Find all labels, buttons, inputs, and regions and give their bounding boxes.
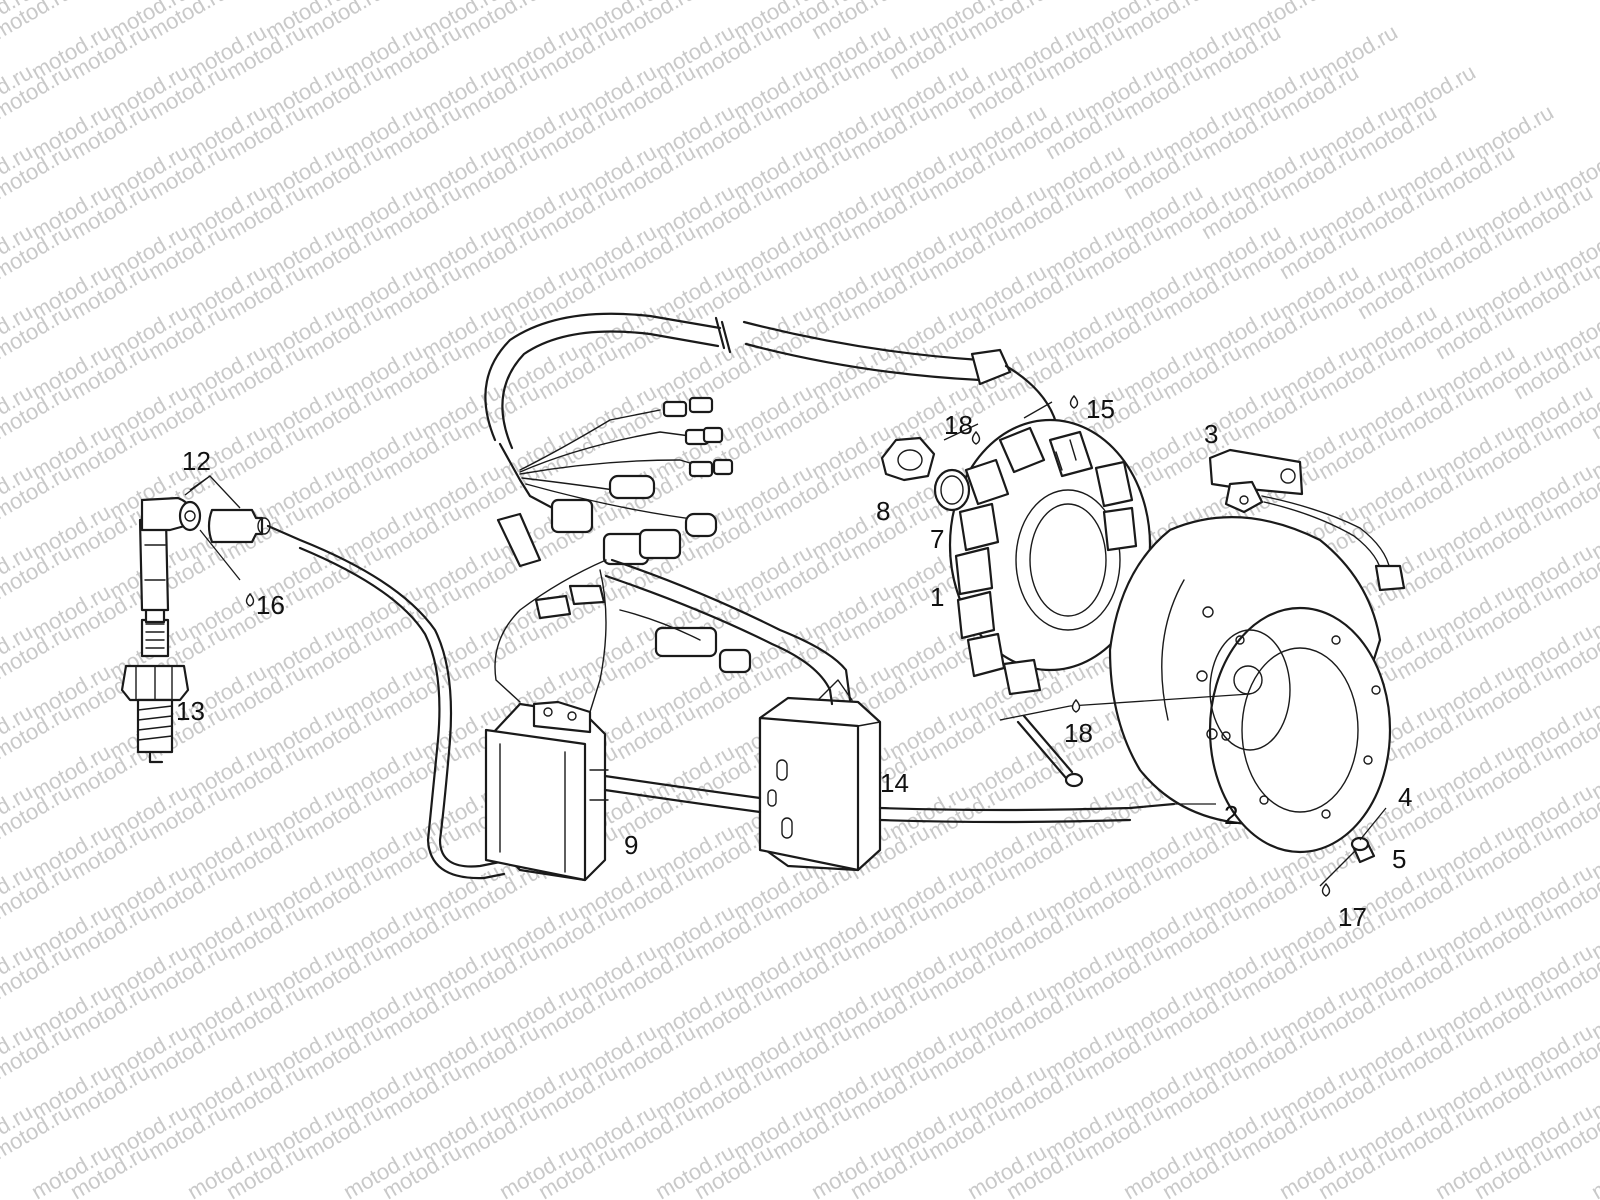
callout-8: 8 xyxy=(876,496,890,526)
callout-7: 7 xyxy=(930,524,944,554)
nut xyxy=(880,436,936,482)
callout-18-upper: 18 xyxy=(944,410,973,440)
flywheel xyxy=(1108,516,1392,854)
callout-17: 17 xyxy=(1338,902,1367,932)
callout-14: 14 xyxy=(880,768,909,798)
spark-plug-cap xyxy=(138,496,202,612)
callout-13: 13 xyxy=(176,696,205,726)
watermark-text: motod.ru xyxy=(1587,1139,1600,1200)
ht-lead xyxy=(266,524,502,868)
flywheel-screw xyxy=(1350,836,1376,864)
callout-12: 12 xyxy=(182,446,211,476)
callout-2: 2 xyxy=(1224,800,1238,830)
wiring-harness xyxy=(484,312,1063,713)
callout-4: 4 xyxy=(1398,782,1412,812)
callout-3: 3 xyxy=(1204,419,1218,449)
ignition-coil xyxy=(484,700,609,882)
sealant-drop-marks xyxy=(245,394,1331,897)
leader-lines xyxy=(184,401,1387,887)
callout-5: 5 xyxy=(1392,844,1406,874)
pickup-lead xyxy=(603,774,1176,812)
spark-plug xyxy=(120,606,190,764)
callout-9: 9 xyxy=(624,830,638,860)
callout-1: 1 xyxy=(930,582,944,612)
callout-15: 15 xyxy=(1086,394,1115,424)
washer xyxy=(933,468,971,512)
regulator-unit xyxy=(758,679,882,872)
pickup-sensor xyxy=(1208,448,1406,592)
stator xyxy=(948,418,1152,696)
callout-18-lower: 18 xyxy=(1064,718,1093,748)
callout-labels: 1 2 3 4 5 7 8 9 12 13 14 15 16 17 18 18 xyxy=(176,394,1412,932)
callout-16: 16 xyxy=(256,590,285,620)
stator-bolt xyxy=(1016,714,1084,788)
